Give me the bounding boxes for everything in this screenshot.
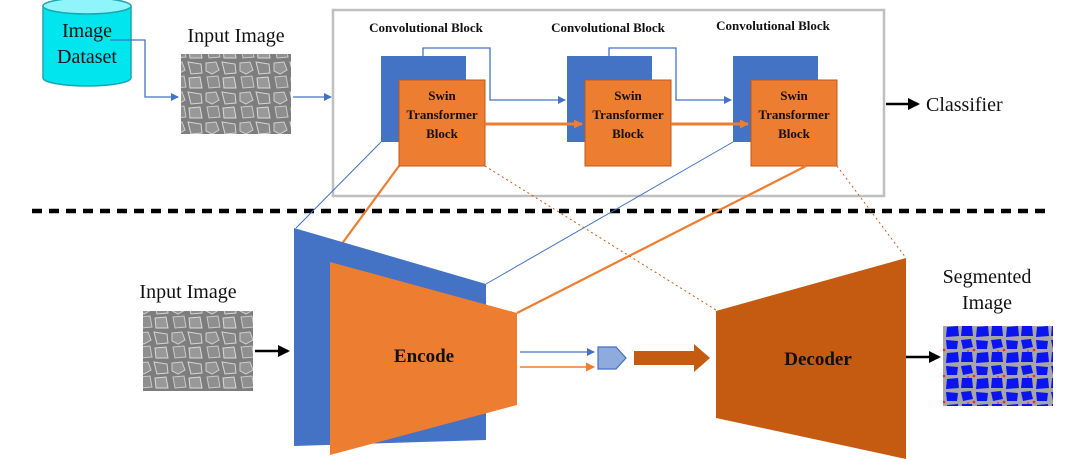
- image-dataset-cylinder: Image Dataset: [42, 0, 132, 87]
- swin-block-2: [584, 79, 672, 167]
- top-input-image-label: Input Image: [187, 25, 284, 47]
- swin-block-2-line2: Transformer: [592, 107, 663, 122]
- swin-block-3-line2: Transformer: [758, 107, 829, 122]
- conv1-to-conv2-arrow: [422, 47, 566, 104]
- swin-block-2-line3: Block: [612, 126, 645, 141]
- bottleneck-to-decoder-arrow: [634, 344, 710, 372]
- conv1-to-encoder-blue-line: [295, 141, 382, 229]
- swin3-to-encoder-orange-line: [516, 165, 807, 314]
- swin-block-2-line1: Swin: [614, 88, 642, 103]
- conv-block-label-3: Convolutional Block: [716, 18, 831, 33]
- dataset-label-line1: Image: [62, 20, 112, 42]
- bottom-input-image: [143, 311, 253, 391]
- pentagon-arrow-icon: [597, 346, 627, 370]
- cylinder-database-icon: [42, 0, 132, 87]
- decoder-trapezoid: [716, 258, 906, 459]
- dataset-to-input-arrow: [110, 39, 179, 101]
- top-input-image: [181, 54, 291, 134]
- stage-1: Swin Transformer Block: [381, 56, 486, 167]
- swin-block-1: [398, 79, 486, 167]
- conv-block-label-1: Convolutional Block: [369, 20, 484, 35]
- conv2-to-conv3-arrow: [608, 47, 732, 104]
- swin-block-3-line3: Block: [778, 126, 811, 141]
- decoder-label: Decoder: [784, 349, 852, 370]
- segmented-label-line1: Segmented: [943, 266, 1032, 288]
- conv-block-label-2: Convolutional Block: [551, 20, 666, 35]
- classifier-label: Classifier: [926, 94, 1003, 116]
- segmented-output-image: [943, 326, 1053, 406]
- encoder-swin-trapezoid: [330, 262, 517, 455]
- swin-block-1-line1: Swin: [428, 88, 456, 103]
- swin-block-3-line1: Swin: [780, 88, 808, 103]
- swin-block-1-line2: Transformer: [406, 107, 477, 122]
- swin-block-3: [750, 79, 838, 167]
- swin-block-1-line3: Block: [426, 126, 459, 141]
- stage-2: Swin Transformer Block: [567, 56, 672, 167]
- encoder-label: Encode: [394, 346, 454, 367]
- swin3-to-decoder-dotted-line: [836, 165, 907, 259]
- hybrid-encoder-frame: [331, 8, 886, 198]
- segmented-label-line2: Image: [962, 292, 1012, 314]
- conv3-to-encoder-blue-line: [485, 141, 734, 285]
- bottom-input-image-label: Input Image: [139, 281, 236, 303]
- stage-3: Swin Transformer Block: [733, 56, 838, 167]
- swin1-to-decoder-dotted-line: [484, 165, 717, 311]
- dataset-label-line2: Dataset: [57, 46, 117, 68]
